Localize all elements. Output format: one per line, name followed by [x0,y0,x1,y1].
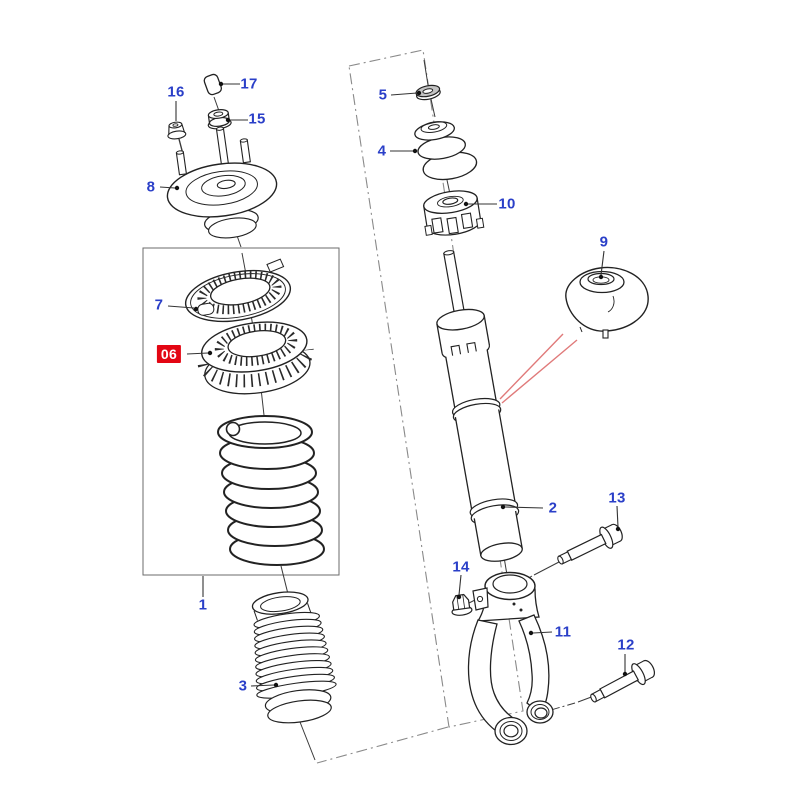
part-14-nut [451,593,473,616]
callout-leaders [159,83,626,687]
callout-16[interactable]: 16 [167,83,185,101]
callout-13[interactable]: 13 [608,489,626,507]
part-2-shock-absorber [436,250,523,562]
part-13-bolt [557,523,623,565]
leader-end-dots [174,81,628,688]
red-pointer-lines [499,333,578,404]
part-12-bolt [590,659,656,703]
callout-15[interactable]: 15 [248,110,266,128]
part-5-washer [415,84,441,101]
assembly-axis-dashdot [316,726,449,764]
callout-3[interactable]: 3 [238,677,248,695]
callout-10[interactable]: 10 [498,195,516,213]
callout-5[interactable]: 5 [378,86,388,104]
callout-9[interactable]: 9 [599,233,609,251]
callout-1[interactable]: 1 [198,596,208,614]
subassembly-boundary-dashdot [348,49,524,728]
callout-06-highlighted[interactable]: 06 [156,345,182,363]
callout-11[interactable]: 11 [554,623,572,641]
part-1-coil-spring [217,415,325,566]
callout-14[interactable]: 14 [452,558,470,576]
part-06-spring-isolator [197,321,314,395]
part-3-dust-boot-bellows [251,591,337,724]
callout-7[interactable]: 7 [154,296,164,314]
part-9-shock-mount [565,266,649,339]
callout-12[interactable]: 12 [617,636,635,654]
part-11-shock-fork [467,571,554,746]
callout-8[interactable]: 8 [146,178,156,196]
callout-17[interactable]: 17 [240,75,258,93]
spring-group-box [142,247,340,576]
part-10-bump-stop-cup [423,190,485,236]
part-4-bump-stop [414,121,478,181]
part-17-cap [203,73,223,96]
callout-2[interactable]: 2 [548,499,558,517]
part-8-strut-top-mount [166,126,278,239]
part-7-spring-seat [184,258,292,323]
callout-4[interactable]: 4 [377,142,387,160]
part-16-nut [167,121,187,140]
